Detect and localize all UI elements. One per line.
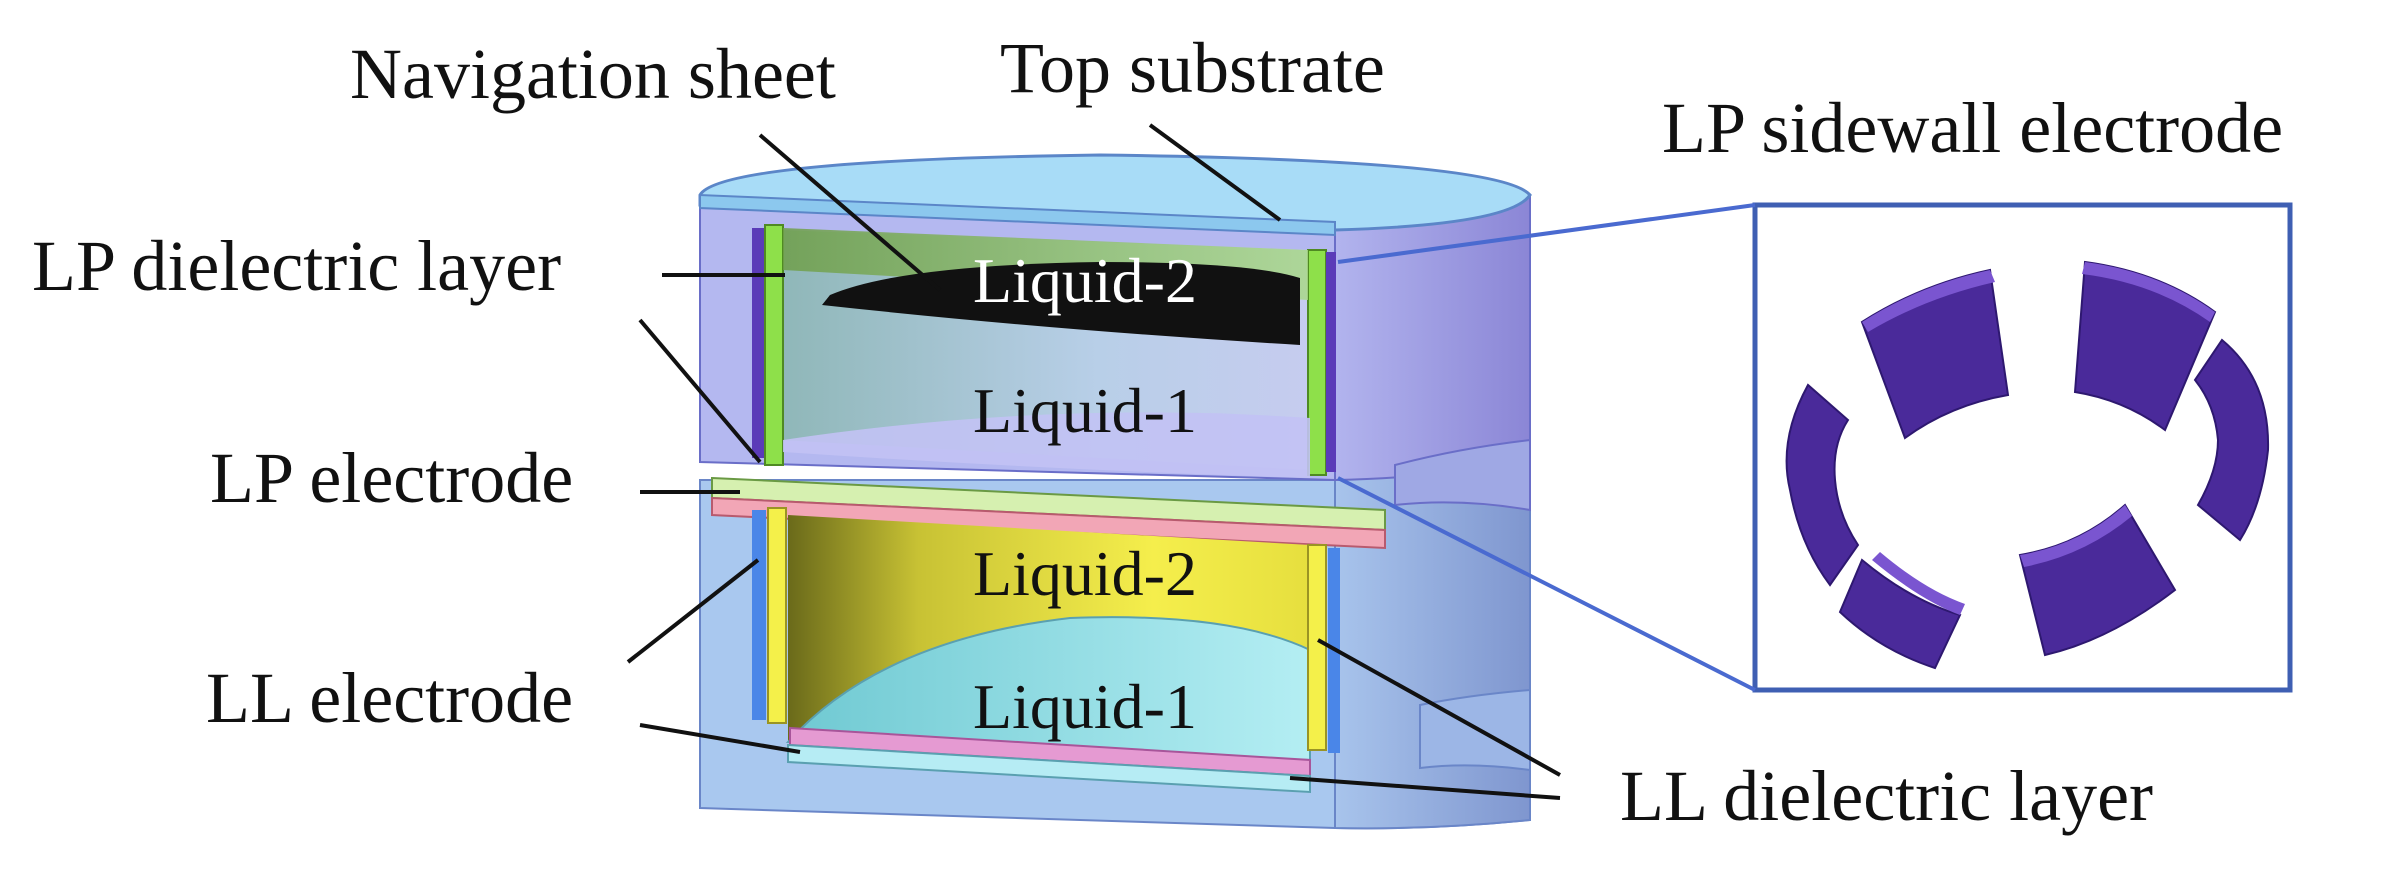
lp-dielectric-left <box>765 225 783 465</box>
label-navigation-sheet: Navigation sheet <box>350 34 836 114</box>
upper-liquid-1-label: Liquid-1 <box>973 375 1197 446</box>
ll-dielectric-right <box>1308 545 1326 750</box>
label-lp-sidewall-electrode: LP sidewall electrode <box>1662 88 2283 168</box>
label-top-substrate: Top substrate <box>1000 28 1385 108</box>
lp-dielectric-right <box>1308 250 1326 475</box>
lower-liquid-2-label: Liquid-2 <box>973 538 1197 609</box>
ll-electrode-left <box>752 510 766 720</box>
label-ll-electrode: LL electrode <box>206 658 573 738</box>
ll-dielectric-left <box>768 508 786 723</box>
label-lp-electrode: LP electrode <box>210 438 573 518</box>
lp-sidewall-right <box>1326 252 1336 472</box>
label-ll-dielectric-layer: LL dielectric layer <box>1620 756 2153 836</box>
lp-sidewall-left <box>752 228 764 458</box>
label-lp-dielectric-layer: LP dielectric layer <box>32 226 561 306</box>
lower-step-ring <box>1420 690 1530 770</box>
upper-liquid-2-label: Liquid-2 <box>973 245 1197 316</box>
lower-liquid-1-label: Liquid-1 <box>973 671 1197 742</box>
